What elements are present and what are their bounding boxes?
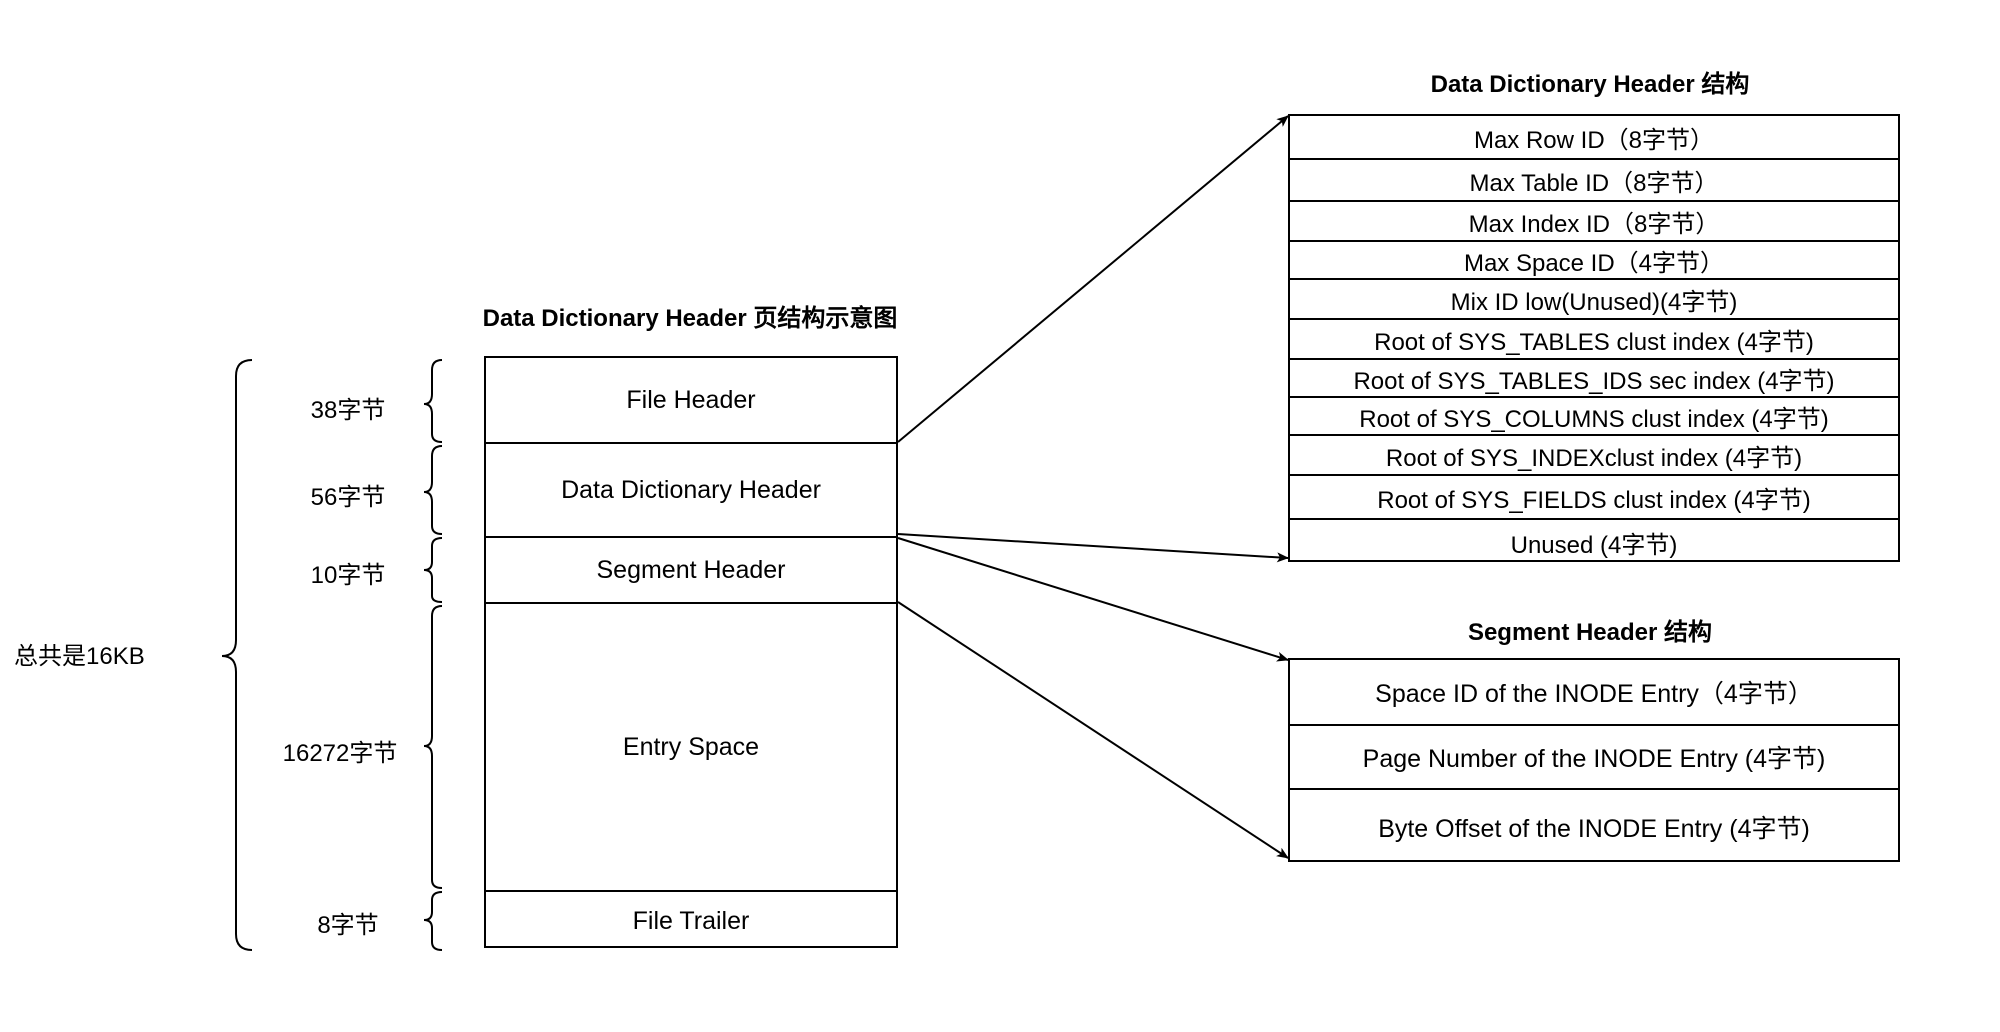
size-label-file-trailer: 8字节 xyxy=(317,912,379,939)
total-size-label: 总共是16KB xyxy=(14,643,145,670)
arrow-dd-bottom xyxy=(897,533,1289,563)
dd-field: Max Table ID（8字节） xyxy=(1290,158,1898,200)
size-label-file-header: 38字节 xyxy=(310,397,386,424)
brace-file-header xyxy=(423,359,443,443)
seg-field: Page Number of the INODE Entry (4字节) xyxy=(1290,724,1898,788)
page-structure-box: File Header Data Dictionary Header Segme… xyxy=(484,356,898,948)
page-structure-title: Data Dictionary Header 页结构示意图 xyxy=(482,305,898,332)
dd-field: Unused (4字节) xyxy=(1290,518,1898,564)
section-segment-header: Segment Header xyxy=(486,536,896,602)
dd-field: Root of SYS_TABLES_IDS sec index (4字节) xyxy=(1290,358,1898,396)
size-label-segment-header: 10字节 xyxy=(310,562,386,589)
arrow-seg-bottom xyxy=(897,601,1289,859)
dd-field: Max Space ID（4字节） xyxy=(1290,240,1898,278)
dd-field: Mix ID low(Unused)(4字节) xyxy=(1290,278,1898,318)
seg-structure-title: Segment Header 结构 xyxy=(1467,619,1713,646)
dd-field: Root of SYS_INDEXclust index (4字节) xyxy=(1290,434,1898,474)
section-file-trailer: File Trailer xyxy=(486,890,896,950)
size-label-dd-header: 56字节 xyxy=(310,484,386,511)
dd-structure-title: Data Dictionary Header 结构 xyxy=(1430,71,1750,98)
total-brace xyxy=(221,359,253,951)
dd-field: Root of SYS_FIELDS clust index (4字节) xyxy=(1290,474,1898,518)
seg-field: Space ID of the INODE Entry（4字节） xyxy=(1375,680,1813,708)
arrow-seg-top xyxy=(897,537,1289,662)
dd-structure-box: Max Row ID（8字节） Max Table ID（8字节） Max In… xyxy=(1288,114,1900,562)
section-entry-space: Entry Space xyxy=(486,602,896,890)
brace-dd-header xyxy=(423,445,443,535)
dd-field: Root of SYS_TABLES clust index (4字节) xyxy=(1290,318,1898,358)
seg-field: Byte Offset of the INODE Entry (4字节) xyxy=(1290,788,1898,864)
section-file-header: File Header xyxy=(626,385,756,414)
dd-field: Max Row ID（8字节） xyxy=(1473,126,1715,154)
brace-file-trailer xyxy=(423,891,443,951)
brace-segment-header xyxy=(423,537,443,603)
brace-entry-space xyxy=(423,605,443,889)
dd-field: Max Index ID（8字节） xyxy=(1290,200,1898,240)
section-data-dictionary-header: Data Dictionary Header xyxy=(486,442,896,536)
size-label-entry-space: 16272字节 xyxy=(282,740,398,767)
dd-field: Root of SYS_COLUMNS clust index (4字节) xyxy=(1290,396,1898,434)
arrow-dd-top xyxy=(897,115,1289,443)
seg-structure-box: Space ID of the INODE Entry（4字节） Page Nu… xyxy=(1288,658,1900,862)
